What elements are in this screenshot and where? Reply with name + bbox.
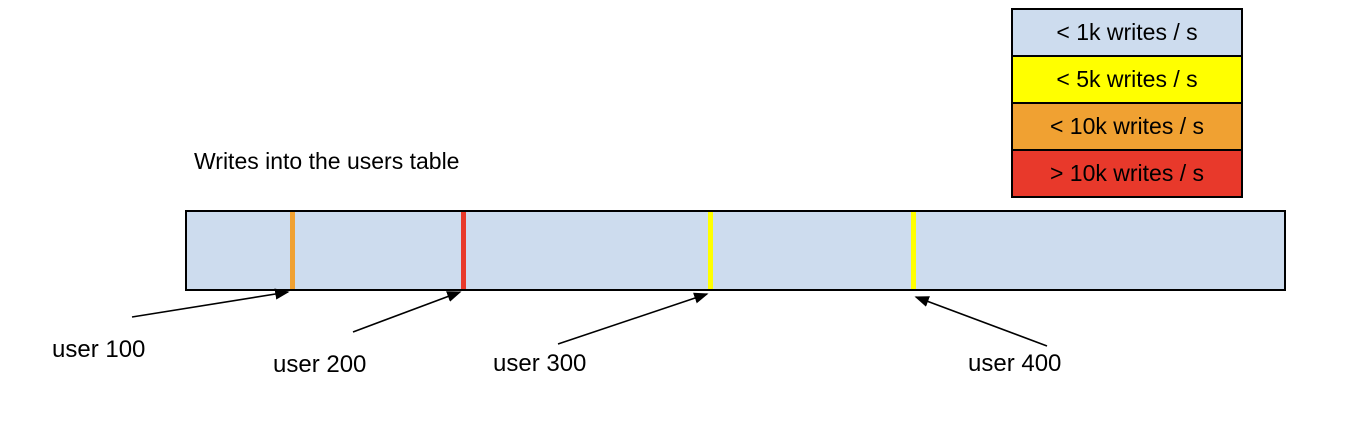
arrow-user-300 [557, 292, 709, 345]
legend-item-lt-5k: < 5k writes / s [1013, 57, 1241, 104]
user-300-label: user 300 [493, 350, 587, 377]
user-200-label: user 200 [273, 351, 367, 378]
diagram-title: Writes into the users table [194, 148, 460, 174]
legend-item-label: < 1k writes / s [1056, 19, 1198, 45]
marker-line-user-200 [460, 212, 466, 289]
arrow-user-100 [131, 288, 290, 318]
arrow-user-400 [914, 296, 1048, 347]
legend-item-lt-1k: < 1k writes / s [1013, 10, 1241, 57]
legend-item-label: < 10k writes / s [1049, 113, 1205, 139]
legend-item-gt-10k: > 10k writes / s [1013, 151, 1241, 196]
legend: < 1k writes / s < 5k writes / s < 10k wr… [1011, 8, 1243, 198]
marker-line-user-300 [707, 212, 713, 289]
user-400-label: user 400 [968, 350, 1062, 377]
users-table-bar [185, 210, 1286, 291]
marker-line-user-100 [289, 212, 295, 289]
user-100-label: user 100 [52, 336, 146, 363]
legend-item-lt-10k: < 10k writes / s [1013, 104, 1241, 151]
marker-line-user-400 [910, 212, 916, 289]
legend-item-label: > 10k writes / s [1049, 160, 1205, 186]
arrow-user-200 [352, 291, 462, 333]
legend-item-label: < 5k writes / s [1056, 66, 1198, 92]
